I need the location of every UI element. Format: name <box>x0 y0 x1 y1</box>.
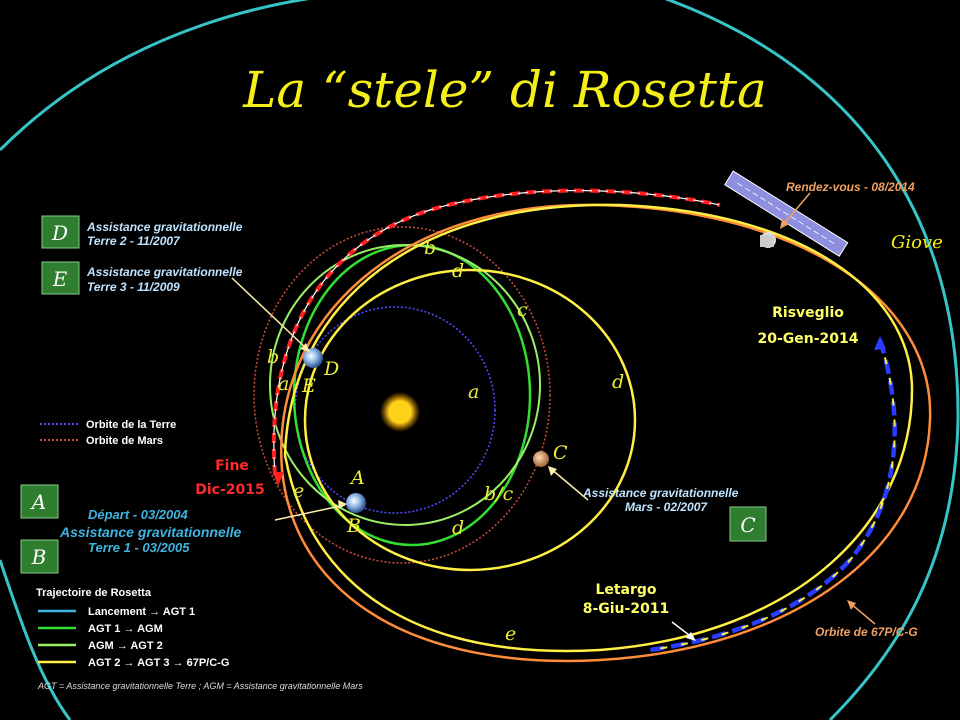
orbit-letter: B <box>346 515 361 537</box>
legend-item-1: AGT 1 → AGM <box>88 623 163 635</box>
jupiter-orbit-right <box>664 0 960 720</box>
fine-arrow <box>273 472 284 486</box>
callout-arrow-e <box>231 277 309 351</box>
legend-item-0: Lancement → AGT 1 <box>88 606 195 618</box>
box-e-letter: E <box>52 267 68 291</box>
mars <box>533 451 549 467</box>
callout-e-line2: Terre 3 - 11/2009 <box>87 280 180 294</box>
legend-trajectory-title: Trajectoire de Rosetta <box>36 587 152 599</box>
rosetta-spacecraft-icon <box>724 170 849 257</box>
rendezvous-arc <box>271 188 721 476</box>
orbit-letter: A <box>349 467 365 489</box>
orbit-letter: d <box>612 371 624 393</box>
callout-c-line1: Assistance gravitationnelle <box>582 486 739 500</box>
callout-arrowhead-b <box>338 500 347 509</box>
earth-ab <box>346 493 366 513</box>
orbit-letter: e <box>293 480 304 502</box>
orbit-letter: d <box>452 517 464 539</box>
box-c: C <box>729 506 767 542</box>
jupiter-orbit <box>0 0 311 152</box>
callout-arrowhead-orbit <box>847 600 856 610</box>
callout-d-line1: Assistance gravitationnelle <box>86 220 243 234</box>
callout-d-line2: Terre 2 - 11/2007 <box>87 234 181 248</box>
orbit-letter: E <box>301 375 316 397</box>
comet-orbit <box>279 203 932 663</box>
orbit-letter: a <box>468 381 479 403</box>
legend: Orbite de la Terre Orbite de Mars Trajec… <box>36 419 363 691</box>
legend-item-2: AGM → AGT 2 <box>88 640 163 652</box>
trajectory-agt2-agt3 <box>303 268 637 572</box>
legend-footnote: AGT = Assistance gravitationnelle Terre … <box>37 681 363 691</box>
callout-arrow-rendezvous <box>781 192 811 227</box>
callout-rendezvous: Rendez-vous - 08/2014 <box>786 180 915 194</box>
legend-earth-orbit: Orbite de la Terre <box>86 419 176 431</box>
orbit-letter: c <box>517 299 528 321</box>
risveglio-date: 20-Gen-2014 <box>757 331 858 347</box>
orbit-letter: b <box>267 346 279 368</box>
callout-b-line1: Assistance gravitationnelle <box>59 524 242 540</box>
orbit-letter: a <box>278 373 289 395</box>
callout-arrowhead-c <box>548 466 557 476</box>
box-c-letter: C <box>740 513 755 537</box>
fine-date: Dic-2015 <box>195 482 265 498</box>
jupiter-orbit-left <box>0 559 72 720</box>
legend-item-3: AGT 2 → AGT 3 → 67P/C-G <box>88 657 229 669</box>
page-title: La “stele” di Rosetta <box>242 61 767 119</box>
callout-arrow-b <box>274 504 346 521</box>
orbit-letter: C <box>553 442 568 464</box>
box-e: E <box>41 261 80 295</box>
callout-orbit-comet: Orbite de 67P/C-G <box>815 625 918 639</box>
giove-label: Giove <box>891 232 943 253</box>
box-a: A <box>20 484 59 519</box>
orbit-letter: D <box>323 358 339 380</box>
risveglio-label: Risveglio <box>772 305 844 321</box>
earth-de <box>303 348 323 368</box>
callout-arrowhead-e <box>300 343 310 352</box>
callout-arrow-c <box>549 467 589 501</box>
callout-a-line1: Départ - 03/2004 <box>88 507 188 522</box>
box-d-letter: D <box>51 221 68 245</box>
callout-arrow-orbit <box>849 602 876 625</box>
callout-b-line2: Terre 1 - 03/2005 <box>88 540 190 555</box>
sun-core <box>389 401 411 423</box>
callout-arrowhead-letargo <box>686 632 696 641</box>
legend-mars-orbit: Orbite de Mars <box>86 435 163 447</box>
risveglio-arrow <box>874 336 886 350</box>
orbit-letter: b/c <box>484 483 514 505</box>
orbit-letter: d <box>452 260 464 282</box>
letargo-label: Letargo <box>595 582 656 598</box>
letargo-date: 8-Giu-2011 <box>583 601 670 617</box>
trajectory-agm-agt2 <box>269 244 541 526</box>
earth-orbit <box>294 306 496 514</box>
box-a-letter: A <box>30 490 46 514</box>
hibernation-segment-yellow <box>649 339 896 651</box>
callout-c-line2: Mars - 02/2007 <box>625 500 708 514</box>
trajectory-final <box>283 203 914 653</box>
box-b-letter: B <box>31 545 47 569</box>
orbit-letter: b <box>424 237 436 259</box>
orbit-letter: e <box>505 623 516 645</box>
box-d: D <box>41 215 80 249</box>
rendezvous-arc-white <box>273 190 721 476</box>
fine-label: Fine <box>215 458 249 474</box>
mars-orbit <box>253 226 551 564</box>
callout-arrowhead-rendezvous <box>780 219 789 229</box>
box-b: B <box>20 539 59 574</box>
callout-e-line1: Assistance gravitationnelle <box>86 265 243 279</box>
